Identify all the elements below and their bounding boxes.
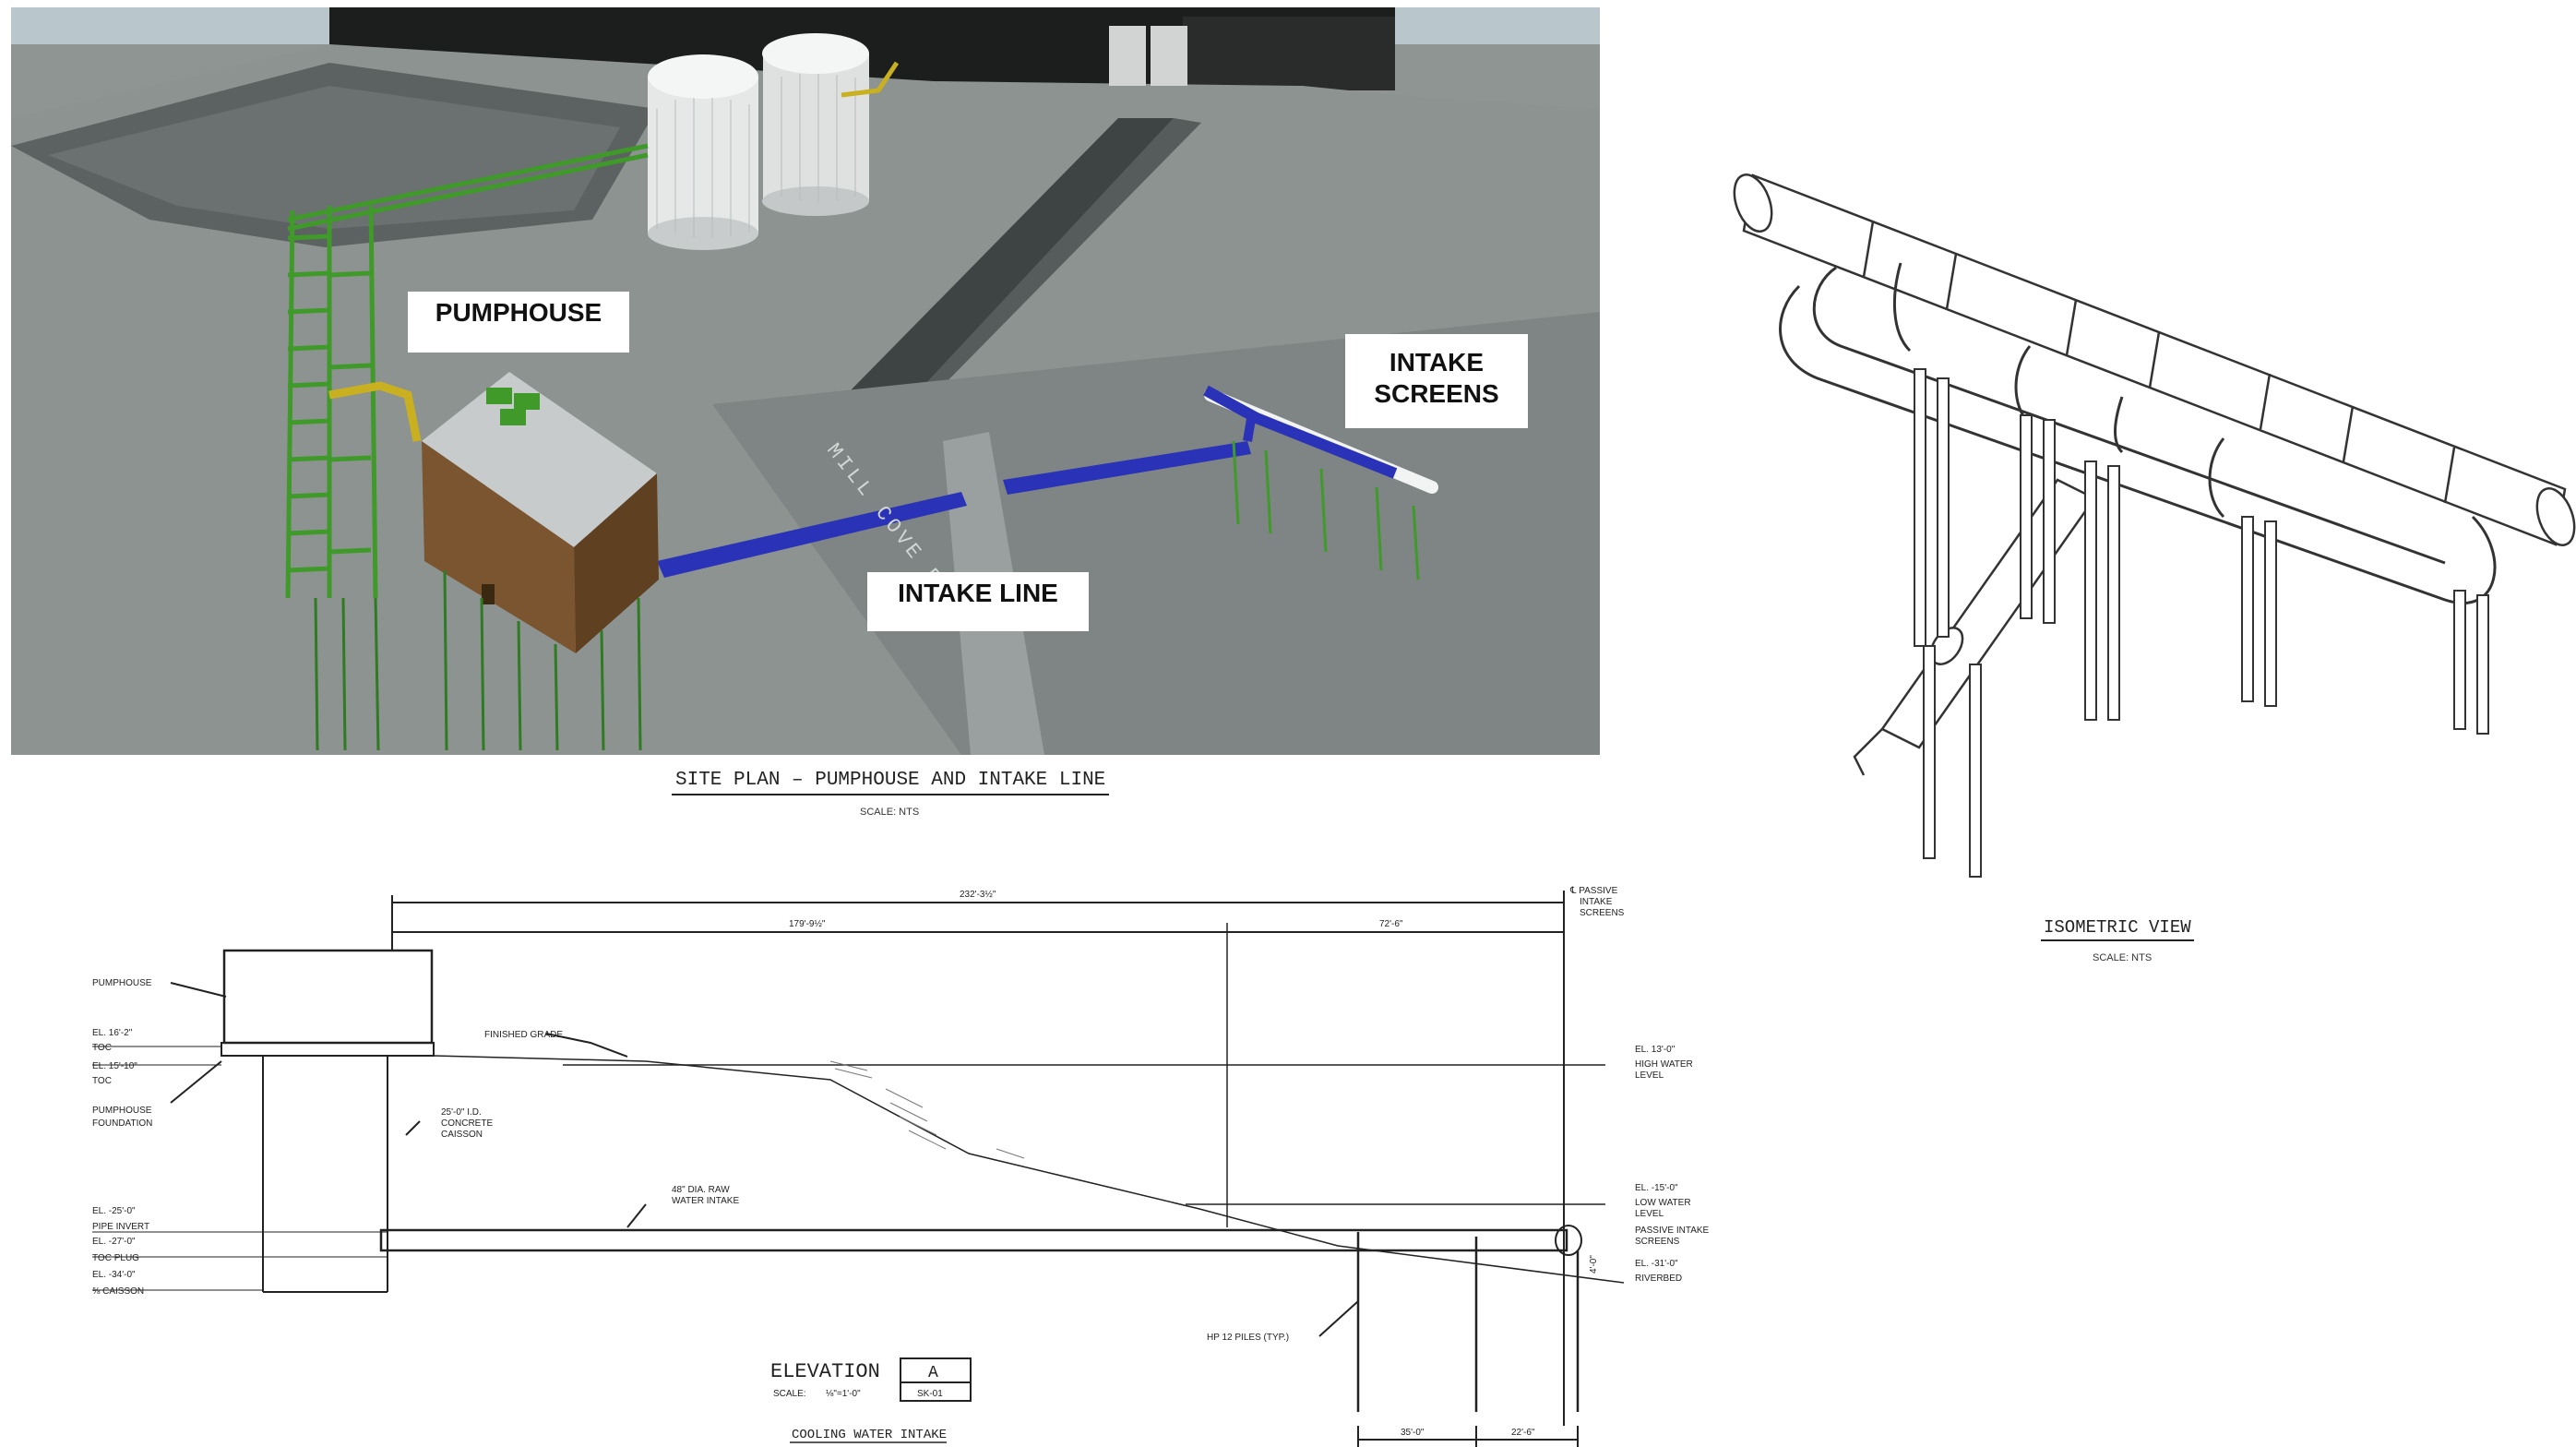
- isometric-title: ISOMETRIC VIEW: [2041, 917, 2194, 941]
- site-plan-render: MILL COVE RD PUMPHOUSE INTAKE SCREENS IN…: [11, 7, 1600, 755]
- plant-building-right: [1183, 17, 1395, 90]
- trestle: [285, 205, 378, 599]
- note-caisson-3: CAISSON: [441, 1130, 483, 1140]
- intake-line-callout-text: INTAKE LINE: [898, 579, 1058, 607]
- label-passive-top-1: ℄ PASSIVE: [1569, 886, 1618, 896]
- elevation-title: ELEVATION: [770, 1360, 880, 1383]
- elev-intake-pipe: [379, 1228, 1568, 1252]
- label-passive-top-2: INTAKE: [1580, 897, 1613, 907]
- site-plan-scene: [11, 7, 1600, 755]
- pumphouse-model: [422, 372, 659, 751]
- dim-segment-b: 72'-6": [1379, 919, 1403, 929]
- pumphouse-callout: PUMPHOUSE: [408, 292, 629, 353]
- label-el-caisson: EL. -34'-0": [92, 1270, 136, 1280]
- label-riverbed: RIVERBED: [1635, 1274, 1682, 1284]
- silos: [648, 26, 1187, 250]
- dim-overall: 232'-3½": [960, 890, 996, 900]
- label-el-plug: EL. -27'-0": [92, 1237, 136, 1247]
- isometric-scale: SCALE: NTS: [2093, 952, 2153, 963]
- drawing-name: COOLING WATER INTAKE: [792, 1428, 947, 1442]
- site-plan-scale: SCALE: NTS: [860, 807, 920, 818]
- pipe-rack: [287, 61, 900, 232]
- embankment-face: [48, 86, 620, 229]
- elevation-callout-letter: A: [928, 1364, 938, 1382]
- piles-left: [314, 597, 380, 751]
- label-toc-plug: TOC PLUG: [92, 1253, 139, 1263]
- dim-segment-a: 179'-9½": [789, 919, 826, 929]
- label-el-river: EL. -31'-0": [1635, 1259, 1678, 1269]
- elevation-scale-label: SCALE:: [773, 1389, 806, 1399]
- label-foundation-1: PUMPHOUSE: [92, 1106, 152, 1116]
- note-raw-2: WATER INTAKE: [672, 1196, 739, 1206]
- label-low-2: LEVEL: [1635, 1209, 1664, 1219]
- note-finished-grade: FINISHED GRADE: [484, 1030, 563, 1040]
- intake-screens-model: [1203, 385, 1438, 580]
- pumphouse-callout-text: PUMPHOUSE: [435, 298, 602, 327]
- yellow-pipe: [328, 381, 422, 442]
- dim-pile-2: 22'-6": [1511, 1428, 1535, 1438]
- label-passive-top-3: SCREENS: [1580, 908, 1625, 918]
- intake-line-pipe: [657, 492, 967, 578]
- elevation-callout-sheet: SK-01: [917, 1389, 943, 1399]
- label-pumphouse: PUMPHOUSE: [92, 978, 152, 988]
- label-el-low: EL. -15'-0": [1635, 1183, 1678, 1193]
- note-caisson-1: 25'-0" I.D.: [441, 1107, 482, 1118]
- label-high-2: LEVEL: [1635, 1070, 1664, 1081]
- label-el-top: EL. 16'-2": [92, 1028, 133, 1038]
- retaining-wall: [846, 118, 1174, 395]
- intake-line-pipe-2: [1003, 441, 1251, 495]
- dim-pile-1: 35'-0": [1401, 1428, 1425, 1438]
- riprap: [829, 1060, 1025, 1159]
- label-pipe-invert: PIPE INVERT: [92, 1222, 149, 1232]
- elev-pumphouse: [222, 949, 434, 1045]
- label-passive-2: SCREENS: [1635, 1237, 1680, 1247]
- elevation-scale-value: ⅛"=1'-0": [826, 1389, 861, 1399]
- label-toc-mid: TOC: [92, 1076, 112, 1086]
- label-high-1: HIGH WATER: [1635, 1059, 1693, 1070]
- note-caisson-2: CONCRETE: [441, 1118, 493, 1129]
- dim-screen-height: 4'-0": [1589, 1255, 1599, 1274]
- label-toc-top: TOC: [92, 1043, 112, 1053]
- finished-grade-line: [433, 1055, 1625, 1284]
- label-passive-1: PASSIVE INTAKE: [1635, 1226, 1710, 1236]
- label-el-high: EL. 13'-0": [1635, 1045, 1676, 1055]
- elev-intake-screen: [1555, 1225, 1582, 1256]
- label-el-mid: EL. 15'-10": [92, 1061, 137, 1071]
- intake-screens-callout-line2: SCREENS: [1374, 379, 1499, 408]
- note-piles: HP 12 PILES (TYP.): [1207, 1333, 1289, 1343]
- label-foundation-2: FOUNDATION: [92, 1118, 152, 1129]
- label-low-1: LOW WATER: [1635, 1198, 1691, 1208]
- label-el-pipe: EL. -25'-0": [92, 1206, 136, 1216]
- site-plan-title: SITE PLAN – PUMPHOUSE AND INTAKE LINE: [672, 770, 1110, 795]
- intake-line-callout: INTAKE LINE: [867, 572, 1089, 631]
- retaining-wall-top: [915, 118, 1201, 395]
- note-raw-1: 48" DIA. RAW: [672, 1185, 730, 1195]
- intake-screens-callout: INTAKE SCREENS: [1345, 334, 1528, 428]
- label-caisson-bottom: ⅝ CAISSON: [92, 1286, 144, 1297]
- intake-screens-callout-line1: INTAKE: [1389, 348, 1485, 377]
